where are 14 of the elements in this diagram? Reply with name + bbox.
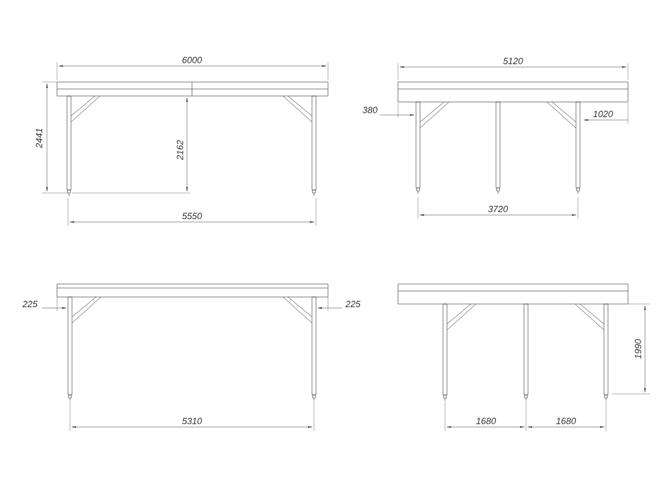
- dimension-value: 1680: [556, 418, 576, 424]
- dimension-value: 380: [362, 106, 378, 114]
- dimension-value: 1020: [593, 110, 613, 118]
- dimension-value: 5310: [182, 418, 202, 424]
- dimension-value: 6000: [182, 56, 202, 64]
- dimension-value: 1990: [634, 339, 642, 359]
- dimension-value: 1680: [476, 418, 496, 424]
- dimension-value: 225: [345, 300, 361, 308]
- dimension-value: 5120: [503, 58, 523, 64]
- dimension-value: 2441: [36, 128, 42, 148]
- dimension-value: 225: [22, 300, 38, 308]
- dimension-value: 5550: [182, 212, 202, 220]
- dimension-value: 3720: [488, 206, 508, 212]
- dimension-value: 2162: [176, 140, 184, 160]
